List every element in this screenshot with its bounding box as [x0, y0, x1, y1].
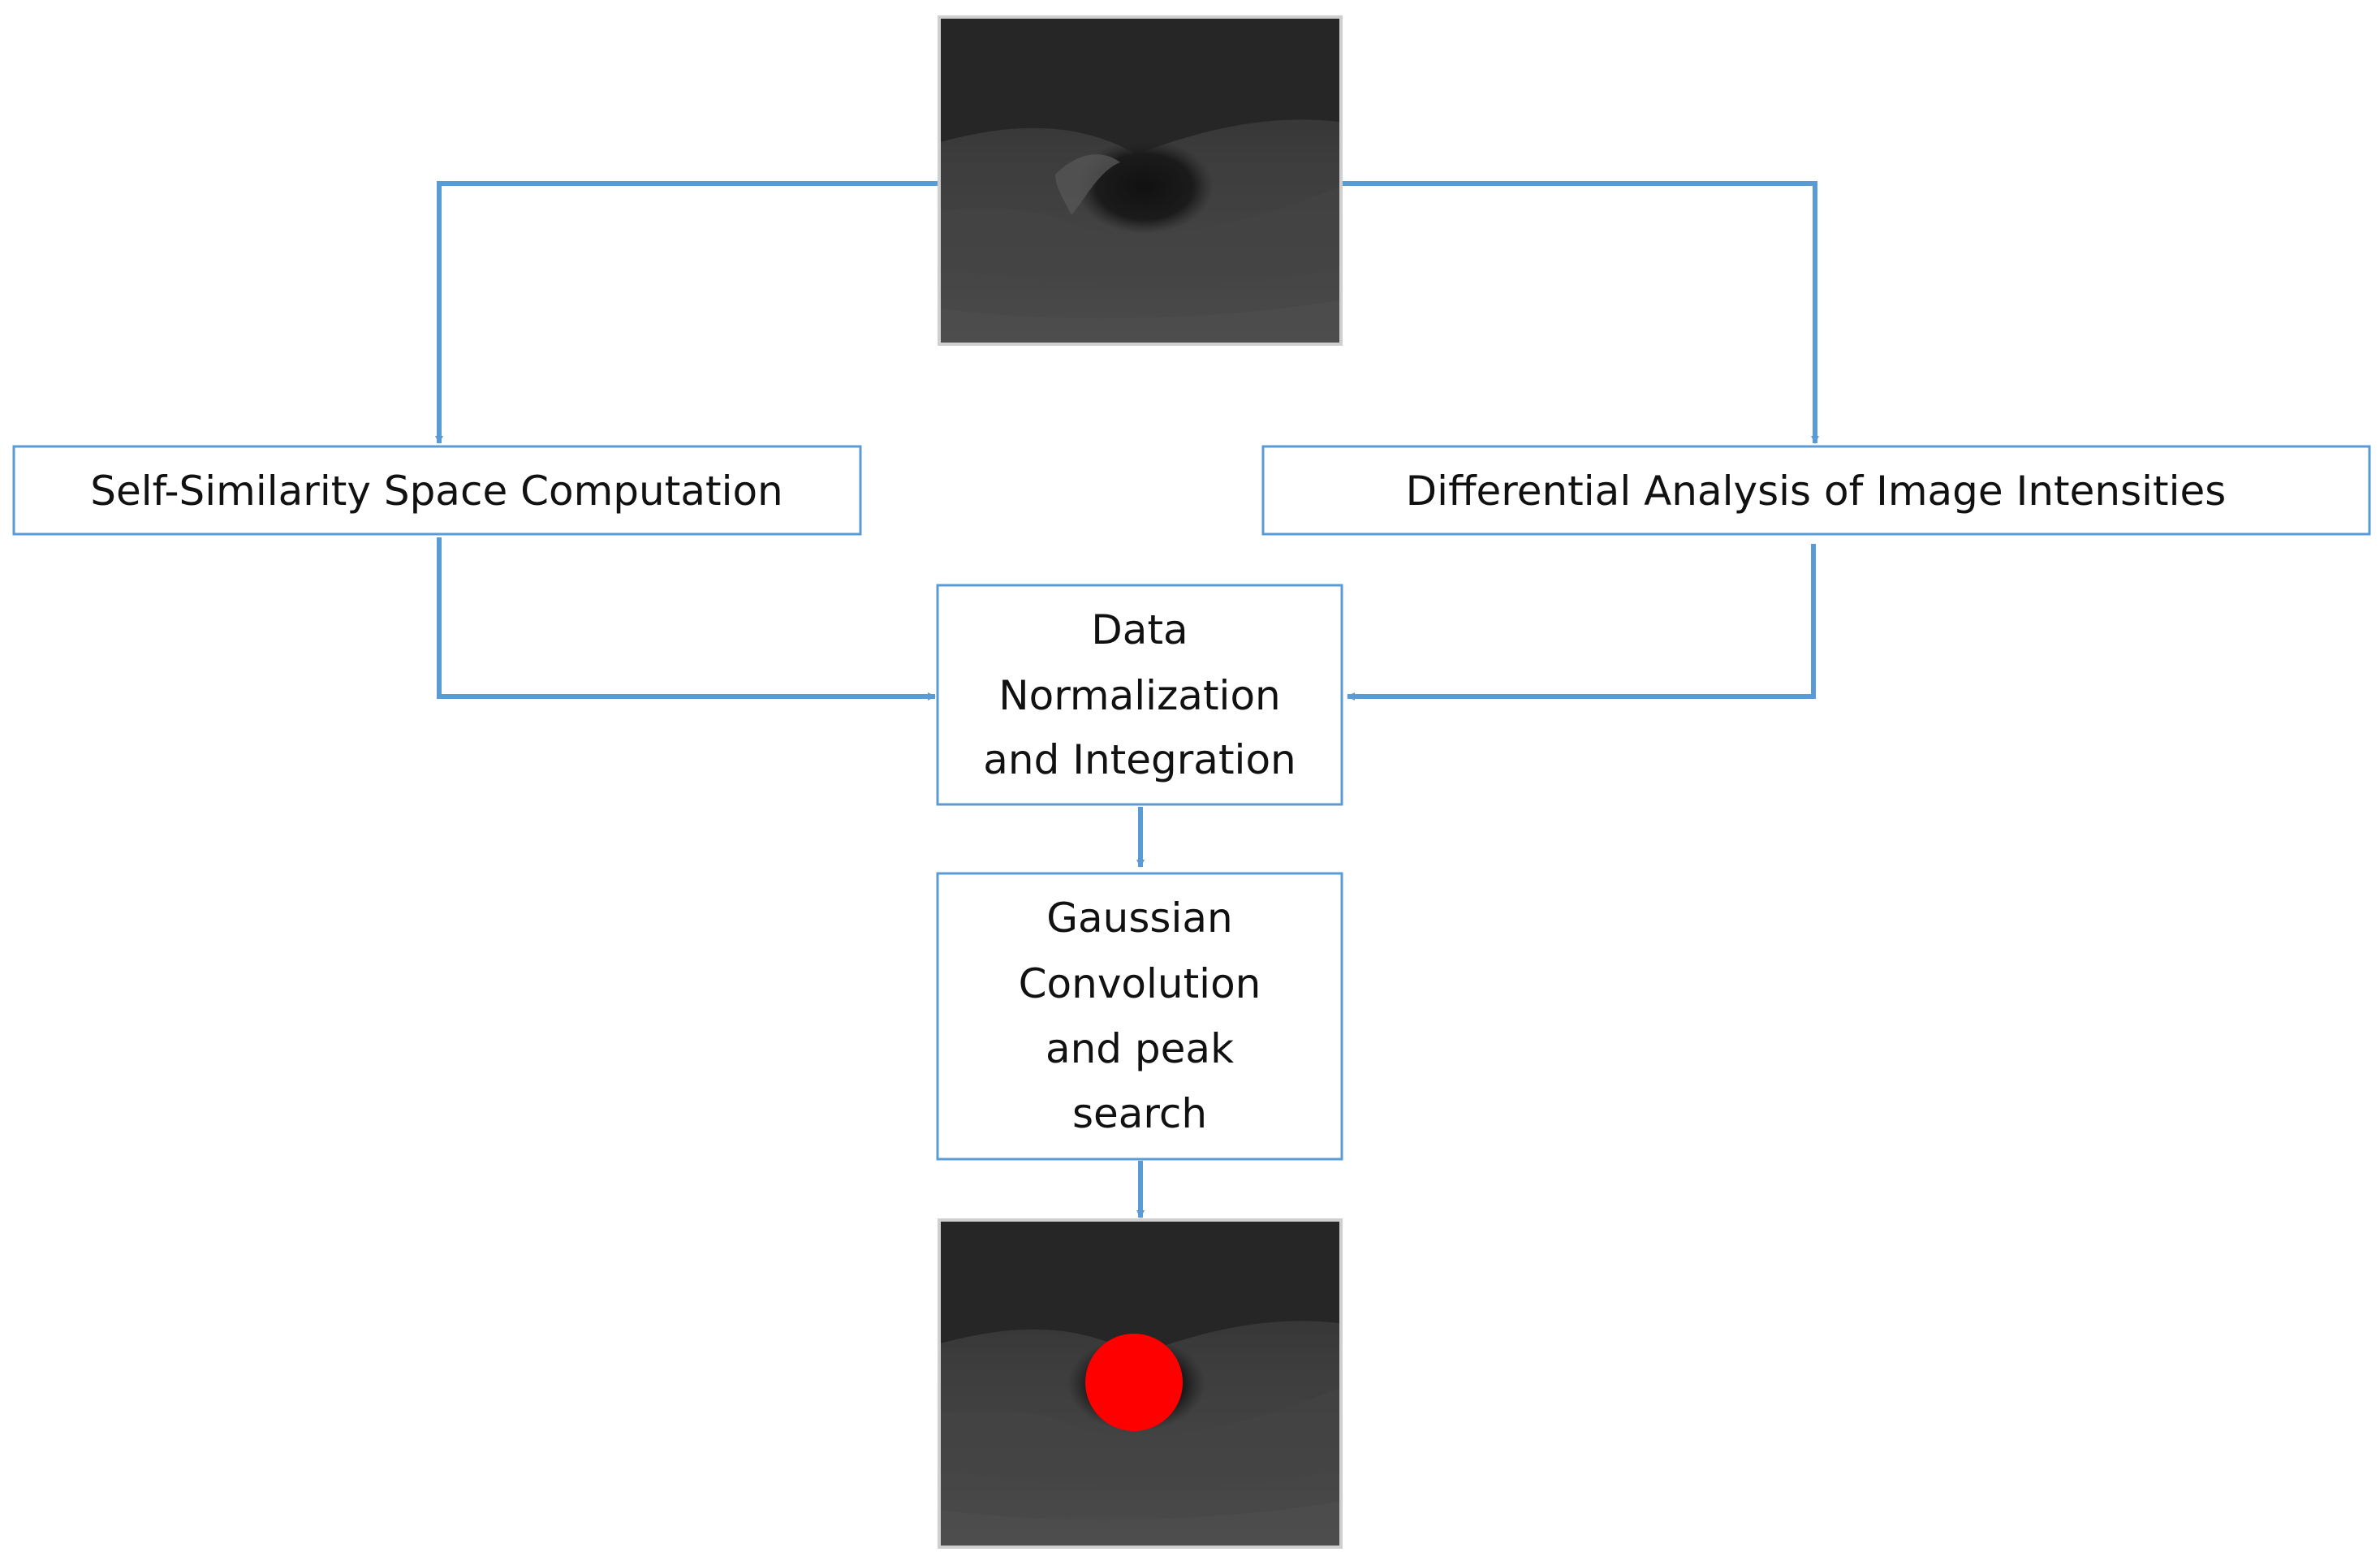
box-differential-analysis-label: Differential Analysis of Image Intensiti…: [1406, 468, 2227, 515]
box-gaussian-line-3: and peak: [1046, 1025, 1234, 1072]
box-gaussian-line-4: search: [1072, 1090, 1207, 1137]
box-normalization: Data Normalization and Integration: [936, 584, 1343, 806]
arrow-self-similarity-to-normalization: [437, 537, 936, 701]
input-eye-image: [938, 15, 1343, 346]
detected-pupil-marker: [1085, 1334, 1183, 1431]
arrow-image-to-differential: [1343, 181, 1819, 444]
box-normalization-line-3: and Integration: [983, 736, 1296, 783]
output-eye-image: [938, 1218, 1343, 1549]
box-self-similarity: Self-Similarity Space Computation: [12, 445, 862, 536]
box-normalization-line-1: Data: [1091, 606, 1188, 653]
box-normalization-line-2: Normalization: [998, 672, 1280, 719]
box-self-similarity-label: Self-Similarity Space Computation: [90, 468, 783, 515]
arrow-image-to-self-similarity: [435, 181, 938, 444]
box-gaussian-line-1: Gaussian: [1046, 895, 1232, 942]
box-gaussian-line-2: Convolution: [1019, 960, 1261, 1007]
arrow-differential-to-normalization: [1347, 544, 1816, 701]
connectors: [435, 181, 1819, 1218]
box-differential-analysis: Differential Analysis of Image Intensiti…: [1261, 445, 2371, 536]
box-gaussian: Gaussian Convolution and peak search: [936, 872, 1343, 1161]
